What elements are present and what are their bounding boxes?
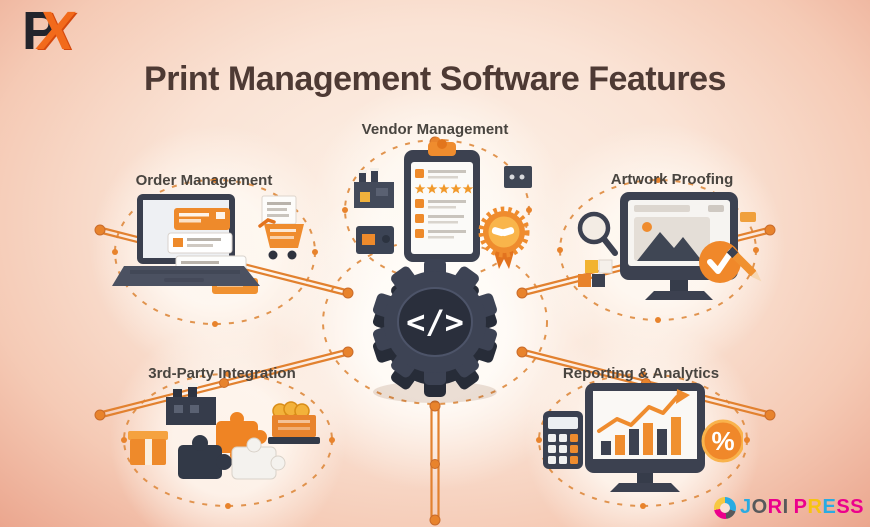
analytics-monitor (585, 383, 705, 492)
wm-letter: J (739, 496, 752, 518)
monitor-image-check-magnifier-icon (577, 192, 762, 300)
calculator-icon (543, 411, 583, 469)
wm-letter: P (793, 496, 808, 518)
brand-logo: PX (22, 1, 79, 61)
label-vendor-management: Vendor Management (361, 121, 509, 138)
laptop-order-cards-cart-icon (112, 194, 304, 294)
wm-letter: R (807, 496, 823, 518)
joripress-swirl-icon (713, 496, 736, 519)
percent-badge-icon: % (701, 419, 743, 463)
ring-accent-dots (112, 137, 759, 509)
magnifier-icon (577, 211, 618, 256)
puzzle-pieces-boxes-icon (128, 383, 320, 480)
joripress-wordmark: J O R I P R E S S (740, 496, 864, 519)
wm-letter: R (767, 496, 783, 518)
star-rating (414, 183, 474, 194)
wm-letter: S (850, 496, 864, 518)
proof-monitor (620, 192, 738, 300)
wm-letter: O (751, 496, 768, 518)
center-gear: </> (340, 250, 530, 415)
label-order-management: Order Management (135, 172, 273, 189)
code-symbol: </> (406, 303, 464, 341)
handshake-badge-icon (478, 206, 530, 269)
logo-letter-p: P (22, 1, 59, 61)
clipboard-rating-badge-icon (354, 139, 532, 269)
coin-crate-icon (268, 401, 320, 444)
checklist-clipboard (404, 139, 480, 262)
label-third-party-integration: 3rd-Party Integration (148, 365, 296, 382)
color-swatches-icon (578, 259, 613, 287)
code-gear-icon: </> (372, 259, 498, 403)
wm-letter: S (836, 496, 851, 518)
wm-letter: I (782, 496, 789, 518)
puzzle-pieces (178, 412, 286, 480)
factory-icon (354, 168, 394, 208)
wm-letter: E (822, 496, 837, 518)
cart-icon (258, 218, 304, 260)
label-artwork-proofing: Artwork Proofing (610, 171, 734, 188)
watermark-joripress: J O R I P R E S S (713, 496, 864, 519)
monitor-barchart-calculator-percent-icon: % (543, 383, 743, 492)
label-reporting-analytics: Reporting & Analytics (562, 365, 720, 382)
approved-check-icon (699, 241, 741, 283)
factory-icon (166, 383, 216, 425)
page-title: Print Management Software Features (144, 60, 726, 98)
svg-text:%: % (711, 426, 734, 456)
parcel-box-icon (356, 226, 394, 254)
parcel-box-icon (128, 431, 168, 465)
bar-chart-glyph (601, 417, 681, 455)
